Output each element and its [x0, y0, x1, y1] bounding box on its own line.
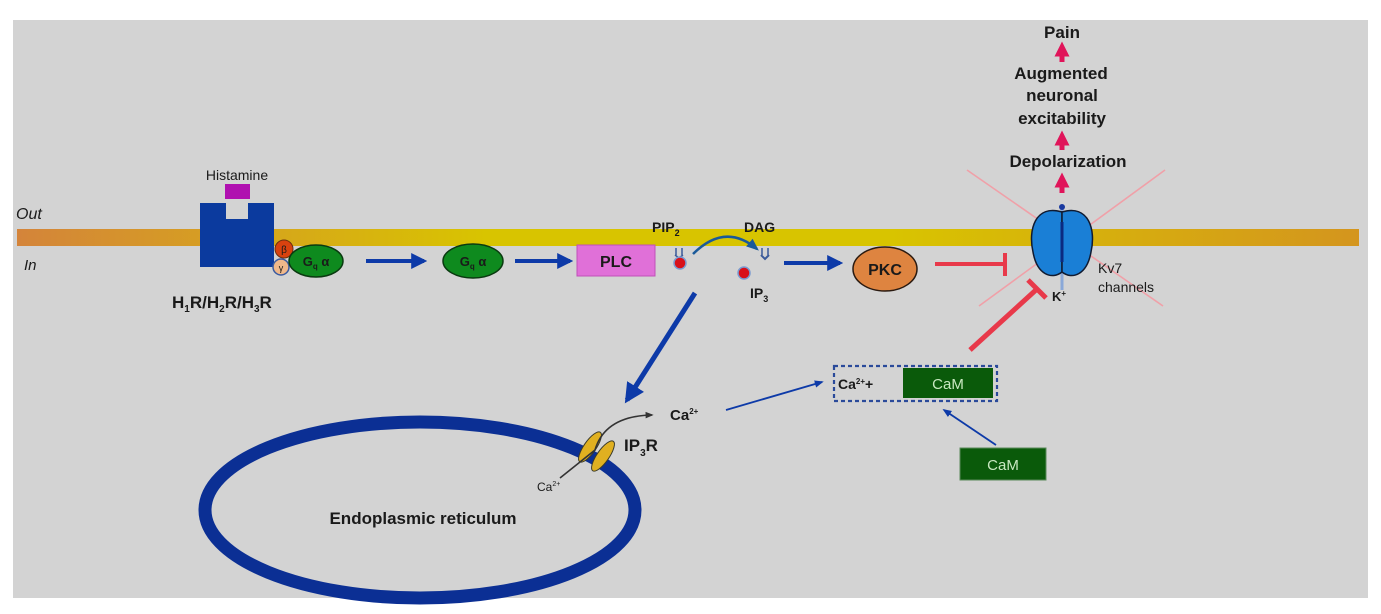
panel-background [13, 20, 1368, 598]
beta-label: β [281, 245, 287, 256]
plc-box [576, 244, 656, 277]
cam-label-complex: CaM [932, 376, 964, 393]
histamine-label: Histamine [206, 167, 268, 183]
kv7-channel [1030, 204, 1094, 290]
calcium-release-path [559, 411, 654, 479]
pkc-enzyme [852, 246, 918, 292]
plc-label: PLC [600, 254, 632, 271]
ca-cam-complex-ca: Ca2++ [838, 376, 873, 392]
pip2-head [673, 256, 687, 270]
g-alpha-label-2: Gq α [460, 254, 487, 271]
kv7-label-line2: channels [1098, 279, 1154, 295]
cam-in-complex [903, 368, 993, 398]
receptor-shape [200, 203, 274, 267]
histamine-receptor: Histamine [200, 167, 274, 267]
out-label: Out [16, 206, 42, 223]
cell-membrane [17, 229, 1359, 246]
dag-label: DAG [744, 219, 775, 235]
activation-arrow-ip3-to-er [624, 291, 698, 404]
in-label: In [24, 257, 37, 274]
k-ion-label: K+ [1052, 289, 1066, 304]
gamma-label: γ [279, 263, 284, 273]
ip3-receptor-channel [578, 431, 615, 472]
g-beta-subunit [274, 239, 294, 259]
outcome-augmented: Augmented [1014, 64, 1108, 83]
histamine-ligand [225, 184, 250, 199]
er-label: Endoplasmic reticulum [329, 509, 516, 528]
calcium-to-complex-arrow [725, 380, 824, 411]
ip3-label: IP3 [750, 285, 768, 304]
pkc-inhibition-line [935, 253, 1007, 276]
ip3r-label: IP3R [624, 436, 658, 459]
ca-cam-complex-box [832, 364, 999, 403]
endoplasmic-reticulum [198, 415, 642, 605]
g-gamma-subunit [272, 258, 290, 276]
cam-free [959, 447, 1047, 481]
g-alpha-subunit-free [442, 243, 504, 279]
pip2-lipid [673, 248, 687, 270]
dag-lipid [760, 248, 770, 261]
cam-label-free: CaM [987, 457, 1019, 474]
receptor-label: H1R/H2R/H3R [172, 293, 272, 315]
ip3-molecule [737, 266, 751, 280]
outcome-excitability: excitability [1018, 109, 1106, 128]
g-alpha-subunit-bound [288, 244, 344, 278]
outcome-neuronal: neuronal [1026, 86, 1098, 105]
ca-label-er: Ca2+ [537, 480, 560, 494]
kv7-label-line1: Kv7 [1098, 260, 1122, 276]
g-alpha-label-1: Gq α [303, 254, 330, 271]
pkc-label: PKC [868, 262, 902, 279]
cam-inhibition-line [968, 278, 1048, 352]
kv7-subunit-right [1061, 209, 1094, 277]
outcome-depolarization: Depolarization [1009, 152, 1126, 171]
pip2-label: PIP2 [652, 219, 680, 238]
kv7-subunit-left [1030, 209, 1063, 277]
outcome-pain: Pain [1044, 23, 1080, 42]
cam-binding-arrow [942, 408, 997, 446]
ca-label-cytosol: Ca2+ [670, 407, 699, 424]
pip2-to-dag-arrow [692, 235, 759, 255]
